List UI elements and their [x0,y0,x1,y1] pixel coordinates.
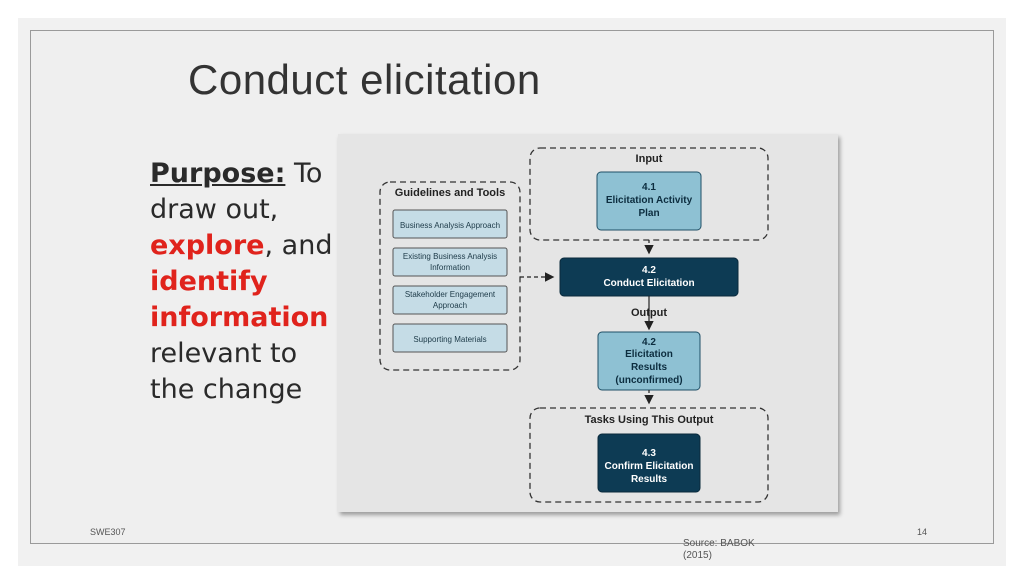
output-box-line-4: (unconfirmed) [615,375,682,386]
purpose-text-3: relevant to the change [150,338,303,405]
source-citation: Source: BABOK (2015) [683,538,755,561]
purpose-label: Purpose: [150,158,286,189]
guideline-1-line-1: Business Analysis Approach [400,221,500,230]
guideline-box-4 [392,323,508,353]
output-box-line-2: Elicitation [625,349,673,360]
guidelines-group [379,181,521,371]
input-box-line-2: Elicitation Activity [606,195,693,206]
output-box-line-1: 4.2 [642,337,656,348]
task-box-line-1: 4.2 [642,265,656,276]
purpose-text-1: To draw out, [150,158,323,225]
input-box-line-3: Plan [638,208,659,219]
purpose-highlight-identify: identify information [150,266,329,333]
purpose-text-2: , and [264,230,333,261]
page-number: 14 [917,527,928,537]
conduct-elicitation-box [559,257,739,297]
purpose-highlight-explore: explore [150,230,265,261]
babok-diagram: Input 4.1 Elicitation Activity Plan Guid… [338,134,838,512]
guideline-box-1 [392,209,508,239]
tasks-box-line-2: Confirm Elicitation [605,461,694,472]
output-label: Output [631,307,667,319]
guideline-4-line-1: Supporting Materials [413,335,486,344]
tasks-box-line-1: 4.3 [642,448,656,459]
slide-title: Conduct elicitation [188,56,541,103]
diagram-svg: Input 4.1 Elicitation Activity Plan Guid… [379,147,769,503]
guidelines-label: Guidelines and Tools [395,187,505,199]
guideline-3-line-1: Stakeholder Engagement [405,290,496,299]
purpose-statement: Purpose: To draw out, explore, and ident… [150,156,340,408]
task-box-line-2: Conduct Elicitation [603,278,694,289]
input-box [596,171,702,231]
input-box-line-1: 4.1 [642,182,656,193]
guideline-2-line-1: Existing Business Analysis [403,252,497,261]
confirm-elicitation-box [597,433,701,493]
output-box-line-3: Results [631,362,668,373]
tasks-box-line-3: Results [631,474,668,485]
guideline-box-2 [392,247,508,277]
guideline-3-line-2: Approach [433,301,467,310]
course-code: SWE307 [90,527,126,537]
guideline-2-line-2: Information [430,263,470,272]
tasks-label: Tasks Using This Output [585,414,714,426]
input-label: Input [636,153,663,165]
guideline-box-3 [392,285,508,315]
tasks-group [529,407,769,503]
